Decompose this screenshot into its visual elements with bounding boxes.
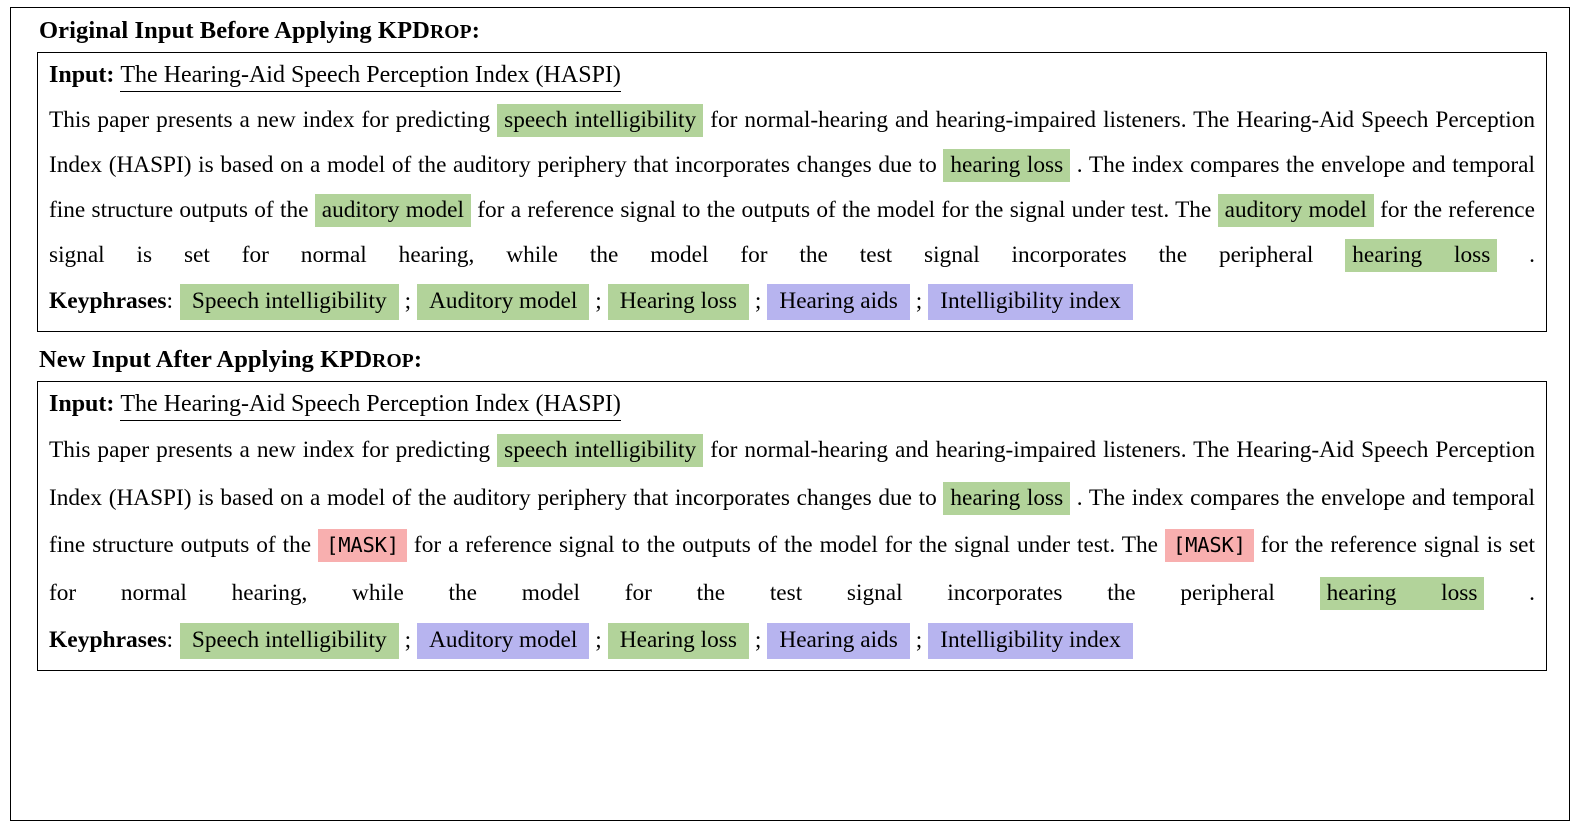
keyphrases-line-original: Keyphrases: Speech intelligibility;Audit… xyxy=(49,280,1535,322)
caption-suffix-new: : xyxy=(413,346,423,373)
abstract-original: This paper presents a new index for pred… xyxy=(49,98,1535,278)
keyphrases-label-original: Keyphrases xyxy=(49,288,167,314)
input-title-original: The Hearing-Aid Speech Perception Index … xyxy=(120,62,621,92)
keyphrase-separator: ; xyxy=(595,627,602,653)
highlighted-keyphrase: speech intelligibility xyxy=(497,104,704,137)
caption-smallcaps-original: ROP xyxy=(429,22,472,43)
keyphrase-chip: Hearing loss xyxy=(607,284,749,320)
highlighted-keyphrase: hearing loss xyxy=(943,149,1071,182)
keyphrase-separator: ; xyxy=(915,288,923,314)
figure-outer-frame: Original Input Before Applying KPDROP: I… xyxy=(10,7,1570,821)
highlighted-keyphrase: hearing loss xyxy=(943,481,1071,515)
highlighted-keyphrase: hearing loss xyxy=(1319,576,1485,610)
section-original-input: Original Input Before Applying KPDROP: I… xyxy=(37,16,1547,332)
section-gap xyxy=(37,332,1547,345)
panel-original: Input: The Hearing-Aid Speech Perception… xyxy=(37,52,1547,332)
keyphrase-separator: ; xyxy=(404,288,412,314)
caption-prefix-original: Original Input Before Applying KPD xyxy=(39,17,430,44)
keyphrases-label-new: Keyphrases xyxy=(49,627,167,653)
keyphrase-separator: ; xyxy=(915,627,923,653)
highlighted-keyphrase: speech intelligibility xyxy=(497,434,704,467)
input-label-original: Input: xyxy=(49,62,115,88)
abstract-new: This paper presents a new index for pred… xyxy=(49,427,1535,617)
keyphrase-chip: Speech intelligibility xyxy=(179,284,399,320)
highlighted-keyphrase: hearing loss xyxy=(1345,239,1498,272)
input-title-new: The Hearing-Aid Speech Perception Index … xyxy=(120,391,621,421)
keyphrase-list-original: Speech intelligibility;Auditory model;He… xyxy=(179,284,1134,320)
section-caption-new: New Input After Applying KPDROP: xyxy=(37,345,1547,381)
keyphrase-chip: Intelligibility index xyxy=(928,623,1133,659)
mask-token: [MASK] xyxy=(1164,529,1254,562)
mask-token: [MASK] xyxy=(318,529,407,562)
caption-suffix-original: : xyxy=(471,17,480,44)
caption-prefix-new: New Input After Applying KPD xyxy=(39,346,373,373)
caption-smallcaps-new: ROP xyxy=(372,351,414,372)
panel-new: Input: The Hearing-Aid Speech Perception… xyxy=(37,381,1547,671)
input-line-new: Input: The Hearing-Aid Speech Perception… xyxy=(49,388,1535,423)
input-label-new: Input: xyxy=(49,391,115,417)
keyphrases-line-new: Keyphrases: Speech intelligibility;Audit… xyxy=(49,619,1535,661)
keyphrase-chip: Intelligibility index xyxy=(928,284,1133,320)
keyphrase-chip: Auditory model xyxy=(417,284,590,320)
keyphrase-chip: Hearing aids xyxy=(767,623,910,659)
keyphrase-separator: ; xyxy=(595,288,602,314)
highlighted-keyphrase: auditory model xyxy=(314,194,471,227)
section-caption-original: Original Input Before Applying KPDROP: xyxy=(37,16,1547,52)
keyphrases-colon-original: : xyxy=(166,288,174,314)
keyphrase-chip: Hearing loss xyxy=(607,623,749,659)
keyphrase-list-new: Speech intelligibility;Auditory model;He… xyxy=(179,623,1134,659)
keyphrase-chip: Auditory model xyxy=(417,623,590,659)
keyphrase-chip: Speech intelligibility xyxy=(179,623,399,659)
section-new-input: New Input After Applying KPDROP: Input: … xyxy=(37,345,1547,671)
keyphrase-separator: ; xyxy=(754,288,762,314)
keyphrase-chip: Hearing aids xyxy=(767,284,910,320)
keyphrase-separator: ; xyxy=(404,627,412,653)
highlighted-keyphrase: auditory model xyxy=(1217,194,1374,227)
figure-content: Original Input Before Applying KPDROP: I… xyxy=(37,16,1547,806)
input-line-original: Input: The Hearing-Aid Speech Perception… xyxy=(49,59,1535,94)
keyphrase-separator: ; xyxy=(754,627,762,653)
keyphrases-colon-new: : xyxy=(166,627,174,653)
